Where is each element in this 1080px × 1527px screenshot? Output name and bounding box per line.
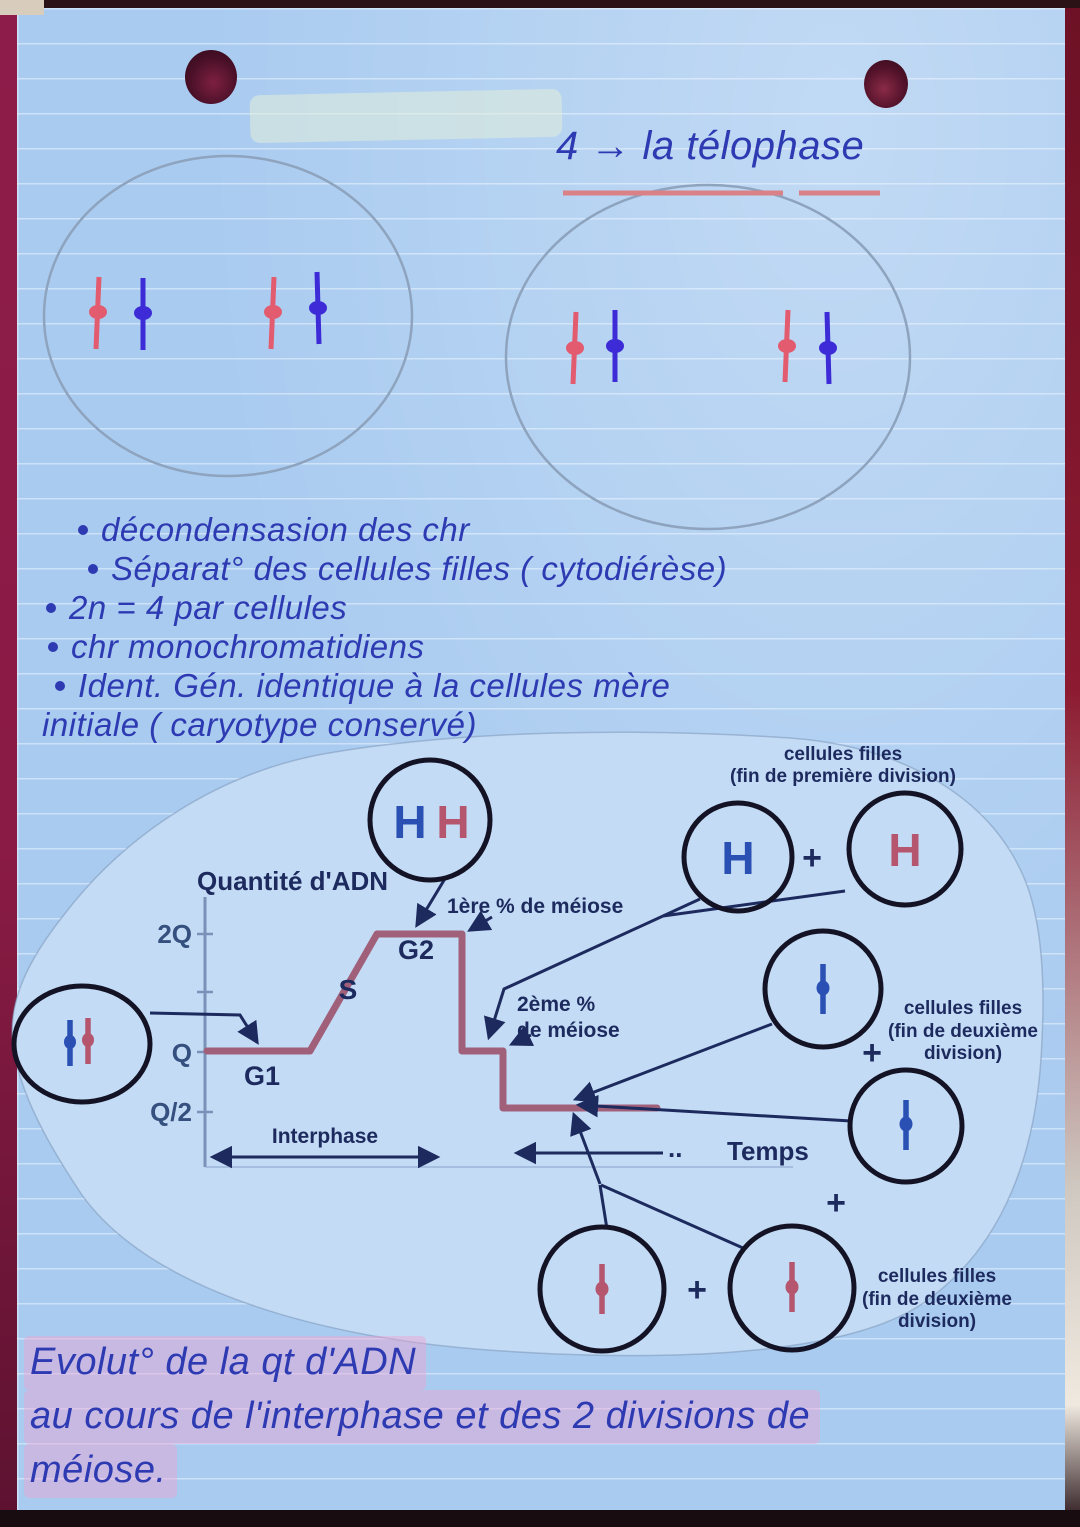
connector-arrows [149, 876, 852, 1250]
plus-icon: + [802, 839, 822, 877]
arrow-bluecell1-to-qhalf [572, 1022, 773, 1103]
bullet-dot-icon [46, 603, 56, 613]
second-division-caption-blue-line1: cellules filles [904, 998, 1022, 1019]
caption-line: Evolut° de la qt d'ADN [24, 1336, 427, 1390]
list-item: Ident. Gén. identique à la cellules mère [55, 666, 1042, 705]
plus-icon: + [826, 1184, 846, 1222]
second-division-caption-red-line3: division) [898, 1311, 976, 1332]
ytick-q-half: Q/2 [150, 1097, 192, 1127]
bullet-text: Séparat° des cellules filles ( cytodiérè… [111, 550, 728, 587]
bullet-dot-icon [55, 681, 65, 691]
notes-bullet-list: décondensasion des chr Séparat° des cell… [42, 510, 1042, 744]
caption-line: au cours de l'interphase et des 2 divisi… [24, 1390, 821, 1444]
line-firstdiv-red-branch [662, 889, 846, 918]
dna-quantity-graph: Quantité d'ADN 2Q Q Q/2 G1 S G2 1ère % d… [150, 866, 809, 1169]
punch-hole-icon [185, 50, 237, 104]
daughter2-cell-red1 [537, 1224, 667, 1354]
plus-icon: + [862, 1034, 882, 1072]
page-title: 4 → la télophase [556, 124, 865, 168]
photo-edge-right [1065, 0, 1080, 1527]
list-item: chr monochromatidiens [48, 627, 1042, 666]
plus-signs: + + + + [687, 839, 882, 1309]
bullet-dot-icon [88, 564, 98, 574]
daughter2-cell-blue2 [847, 1067, 965, 1185]
chromosome-H-blue-icon: H [721, 832, 754, 884]
list-item: Séparat° des cellules filles ( cytodiérè… [88, 549, 1042, 588]
chromosome-H-red-icon: H [436, 796, 469, 848]
dna-quantity-curve [203, 930, 661, 1112]
arrow-firstdiv-cells-to-q [483, 897, 701, 1041]
daughter2-cell-red2 [727, 1223, 857, 1353]
list-item: 2n = 4 par cellules [46, 588, 1042, 627]
photo-corner-artifact [0, 0, 44, 15]
daughter2-cell-blue1 [762, 928, 884, 1050]
handdrawn-chromosomes [89, 271, 837, 385]
list-item: initiale ( caryotype conservé) [42, 705, 1042, 744]
second-division-label-line2: de méiose [517, 1019, 620, 1042]
second-division-caption-blue-line3: division) [924, 1043, 1002, 1064]
daughter1-cell-red [846, 790, 964, 908]
second-division-caption-red-line1: cellules filles [878, 1266, 996, 1287]
photo-edge-top [0, 0, 1080, 8]
line-redcell2-junction [600, 1183, 744, 1250]
daughter-cell-captions: cellules filles (fin de première divisio… [730, 744, 1038, 1332]
daughter1-cell-blue [681, 800, 795, 914]
first-division-caption-line1: cellules filles [784, 744, 902, 765]
second-division-label-line1: 2ème % [517, 993, 596, 1016]
ytick-2q: 2Q [157, 919, 192, 949]
pencil-cell-left [42, 154, 414, 478]
arrow-label2-to-drop [508, 1025, 535, 1046]
chromosome-blue-icon [64, 964, 913, 1150]
phase-label-g2: G2 [398, 935, 434, 965]
pencil-cell-right [504, 183, 912, 531]
bullet-dot-icon [48, 642, 58, 652]
bullet-dot-icon [78, 525, 88, 535]
arrow-bluecell2-to-qhalf [575, 1094, 852, 1123]
y-axis-title: Quantité d'ADN [197, 866, 388, 896]
phase-label-g1: G1 [244, 1061, 280, 1091]
line-redcell1-junction [598, 1184, 609, 1230]
second-division-caption-red-line2: (fin de deuxième [862, 1289, 1012, 1310]
arrow-topcell-to-g2 [415, 876, 448, 928]
second-division-caption-blue-line2: (fin de deuxième [888, 1021, 1038, 1042]
mother-cell [11, 983, 153, 1105]
first-division-caption-line2: (fin de première division) [730, 766, 956, 787]
range-dots: .. [668, 1133, 682, 1163]
photo-edge-left [0, 0, 17, 1527]
first-division-label: 1ère % de méiose [447, 895, 623, 918]
arrow-redcells-to-qhalf [570, 1111, 602, 1185]
arrow-mothercell-to-g1 [149, 1011, 259, 1045]
bullet-text: Ident. Gén. identique à la cellules mère [78, 667, 671, 704]
plus-icon: + [687, 1271, 707, 1309]
duplicated-chromosomes: H H H H [393, 796, 921, 884]
bullet-text: initiale ( caryotype conservé) [42, 706, 478, 743]
cell-g2 [367, 757, 493, 883]
list-item: décondensasion des chr [78, 510, 1042, 549]
printed-cells [11, 757, 965, 1354]
bullet-text: chr monochromatidiens [71, 628, 425, 665]
ytick-q: Q [172, 1038, 192, 1068]
single-chromosomes [64, 964, 913, 1314]
chromosome-red-icon [82, 1018, 799, 1314]
chromosome-H-blue-icon: H [393, 796, 426, 848]
handdrawn-telophase-cells [42, 154, 912, 531]
punch-hole-icon [864, 60, 908, 108]
arrow-label1-to-drop [467, 910, 493, 932]
photo-edge-bottom [0, 1510, 1080, 1527]
bullet-text: décondensasion des chr [101, 511, 470, 548]
x-axis-title-temps: Temps [727, 1136, 809, 1166]
chromosome-H-red-icon: H [888, 824, 921, 876]
bullet-text: 2n = 4 par cellules [69, 589, 348, 626]
caption-line: méiose. [24, 1444, 177, 1498]
figure-caption: Evolut° de la qt d'ADN au cours de l'int… [24, 1336, 821, 1498]
phase-label-s: S [339, 974, 358, 1005]
interphase-label: Interphase [272, 1125, 378, 1148]
